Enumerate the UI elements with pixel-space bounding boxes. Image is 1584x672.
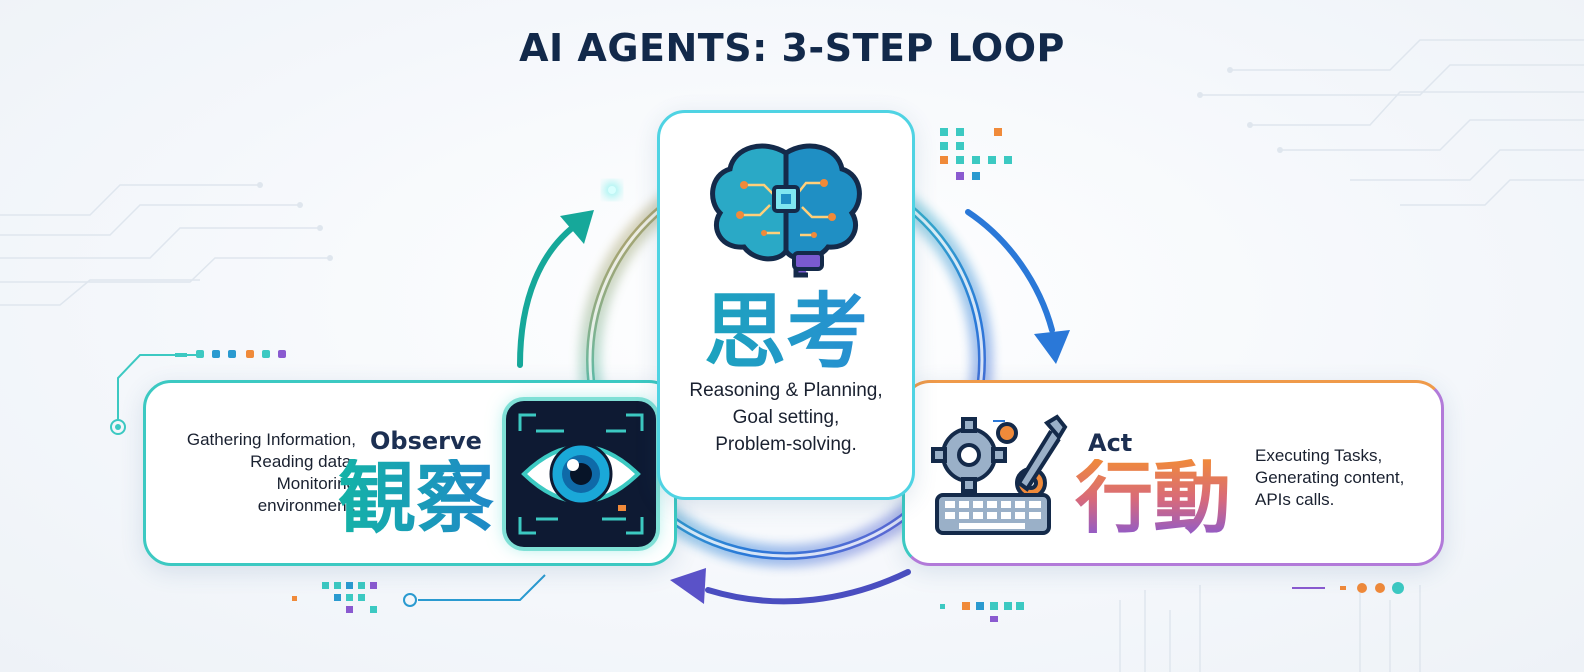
eye-icon — [506, 401, 656, 547]
think-kanji: 思考 — [660, 289, 912, 377]
observe-kanji: 観察 — [338, 454, 495, 544]
arrow-think-to-act — [965, 209, 1055, 333]
gear-wrench-keyboard-icon — [931, 413, 1081, 541]
think-card: 思考 Reasoning & Planning, Goal setting, P… — [657, 110, 915, 500]
act-card: Act 行動 Executing Tasks, Generating conte… — [902, 380, 1444, 566]
observe-description: Gathering Information, Reading data, Mon… — [186, 430, 356, 515]
brain-circuit-icon — [704, 135, 868, 285]
act-label: Act — [1088, 429, 1133, 457]
observe-card: Gathering Information, Reading data, Mon… — [143, 380, 677, 566]
act-description: Executing Tasks, Generating content, API… — [1255, 446, 1405, 509]
think-description: Reasoning & Planning, Goal setting, Prob… — [689, 380, 883, 455]
arrow-act-to-observe — [705, 569, 911, 605]
arrow-observe-to-think — [517, 219, 583, 368]
diagram-title: AI AGENTS: 3-STEP LOOP — [519, 26, 1065, 70]
observe-label: Observe — [370, 427, 482, 455]
act-kanji: 行動 — [1075, 454, 1232, 544]
